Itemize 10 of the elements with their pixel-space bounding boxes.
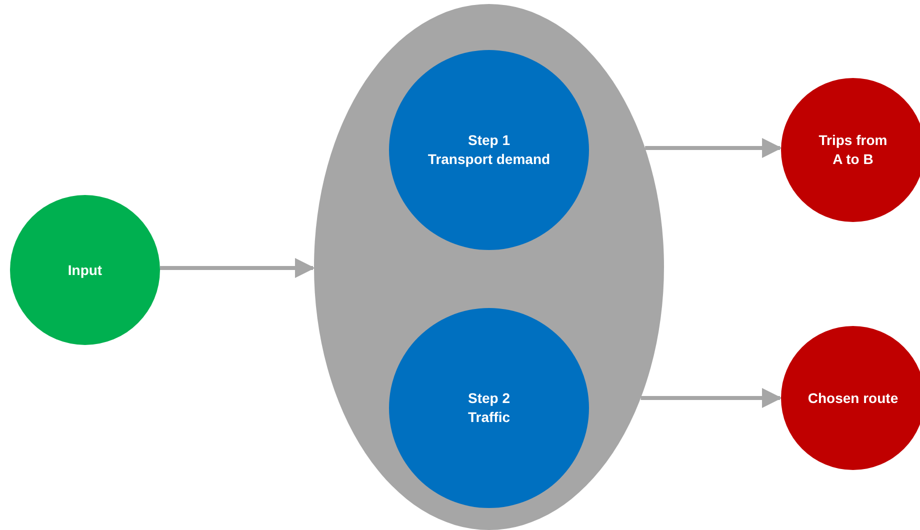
node-label: Chosen route	[808, 388, 898, 408]
arrow	[645, 138, 782, 158]
arrow	[160, 258, 315, 278]
node-label: Step 2	[468, 389, 510, 408]
node-label: Input	[68, 260, 102, 280]
node-label: Trips from A to B	[818, 131, 888, 169]
node-label: Traffic	[468, 408, 510, 427]
arrow	[640, 388, 782, 408]
node-label: Transport demand	[428, 150, 550, 169]
node-label: Step 1	[468, 131, 510, 150]
